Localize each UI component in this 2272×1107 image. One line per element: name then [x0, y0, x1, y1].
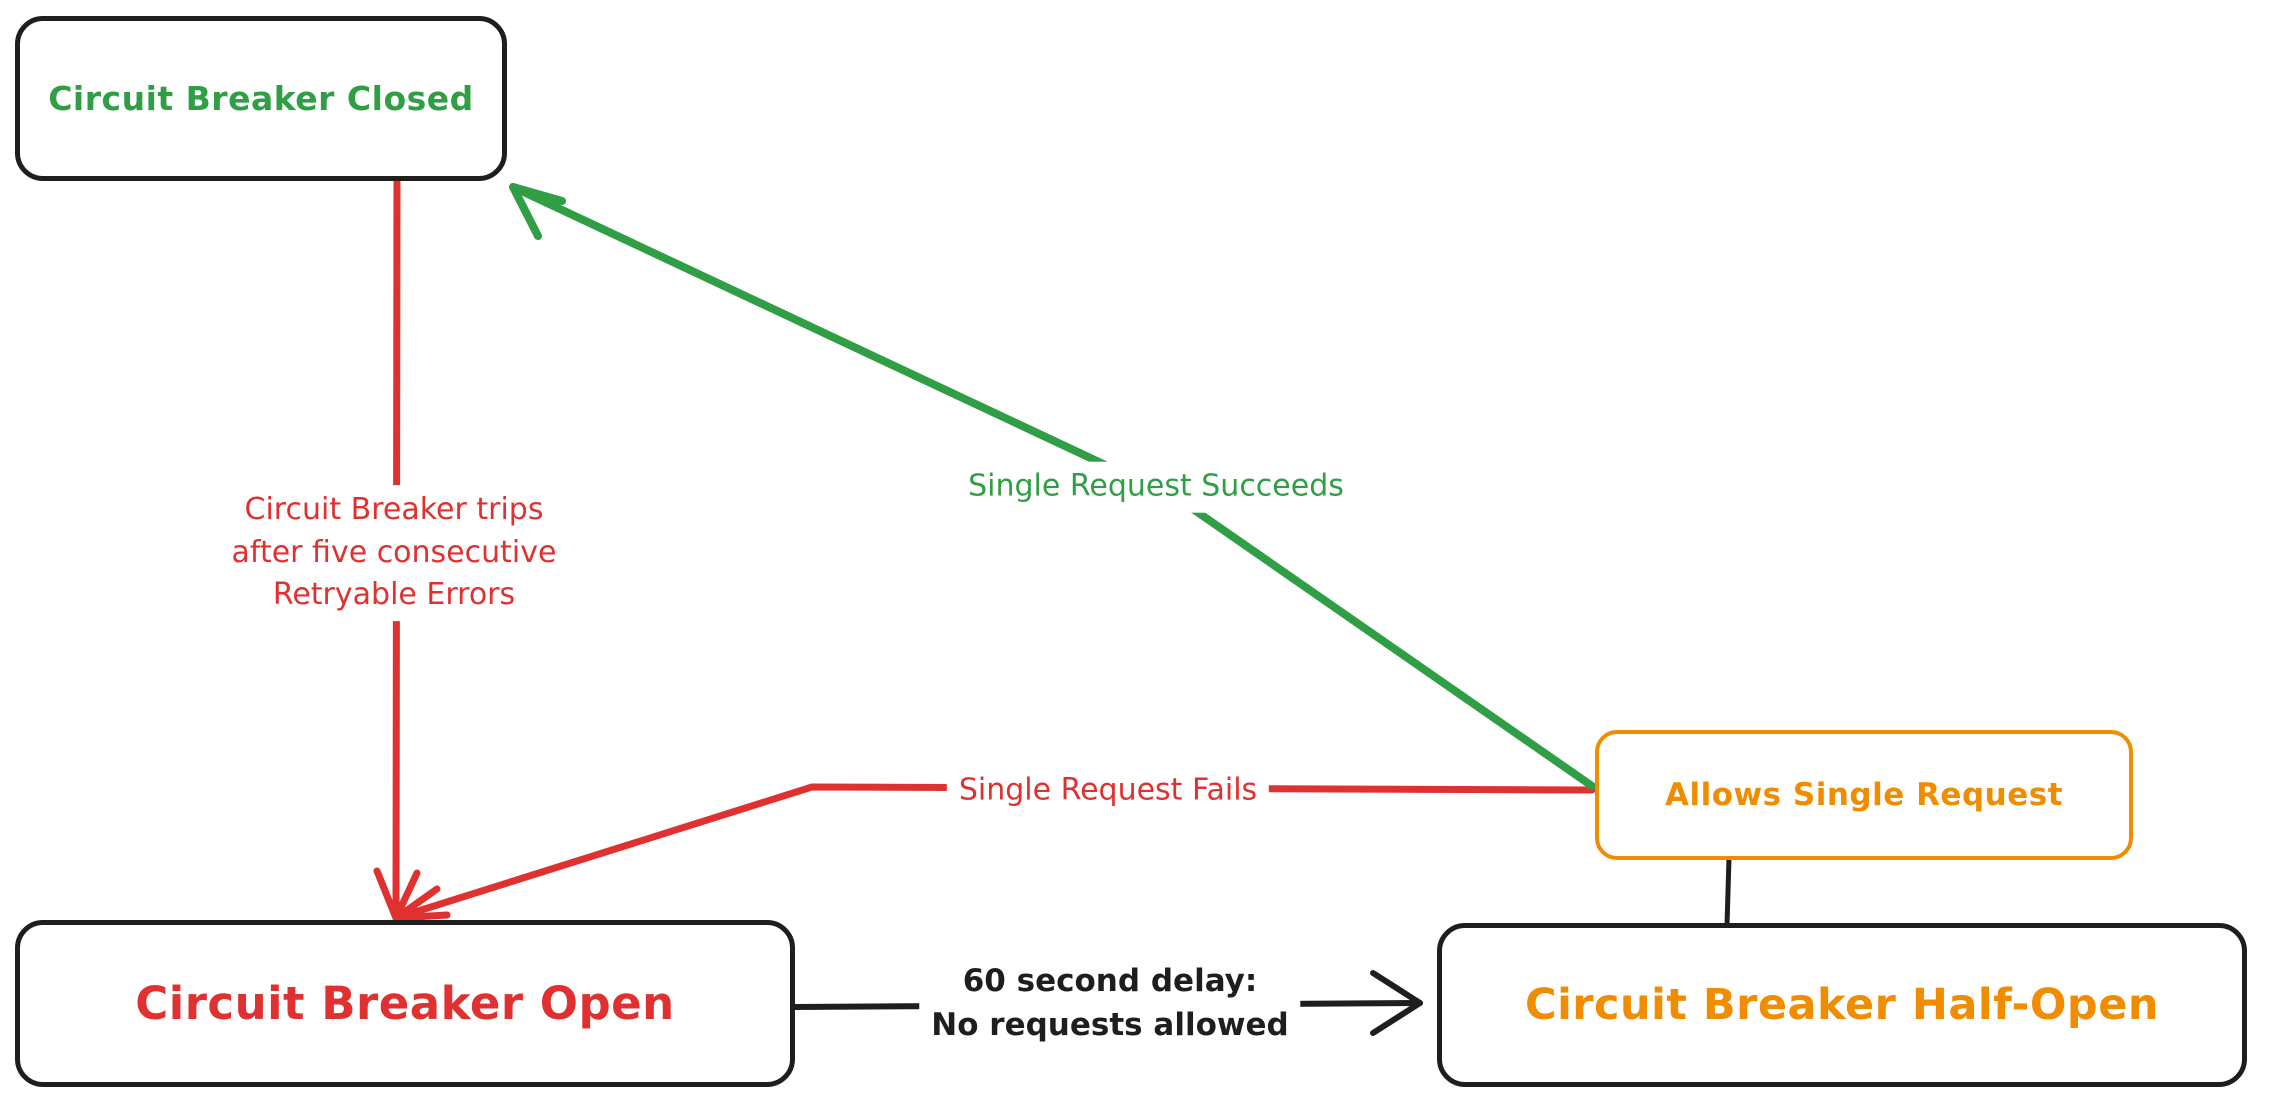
edge-fails-arrow — [392, 783, 1596, 922]
edge-fails-arrowhead-icon — [392, 885, 451, 922]
edge-label-single-request-fails: Single Request Fails — [946, 765, 1270, 817]
edge-allows-halfopen-connector — [1724, 855, 1732, 928]
node-circuit-breaker-half-open-label: Circuit Breaker Half-Open — [1525, 980, 2159, 1030]
edge-label-trip: Circuit Breaker trips after five consecu… — [219, 485, 569, 621]
node-circuit-breaker-closed: Circuit Breaker Closed — [15, 16, 507, 181]
edge-trip-arrowhead-icon — [373, 867, 421, 922]
edge-label-trip-line-2: after five consecutive — [231, 534, 557, 570]
edge-label-single-request-succeeds: Single Request Succeeds — [956, 461, 1356, 513]
edge-label-delay-line-1: 60 second delay: — [962, 962, 1258, 999]
node-allows-single-request-label: Allows Single Request — [1664, 777, 2064, 813]
edge-label-trip-line-1: Circuit Breaker trips — [244, 492, 544, 528]
edge-label-delay: 60 second delay: No requests allowed — [919, 954, 1301, 1052]
edge-succeeds-arrowhead-icon — [509, 183, 566, 240]
node-allows-single-request: Allows Single Request — [1595, 730, 2133, 860]
node-circuit-breaker-open-label: Circuit Breaker Open — [135, 977, 675, 1030]
edge-label-delay-line-2: No requests allowed — [931, 1007, 1289, 1043]
node-circuit-breaker-half-open: Circuit Breaker Half-Open — [1437, 923, 2247, 1087]
node-circuit-breaker-closed-label: Circuit Breaker Closed — [48, 79, 474, 118]
edge-label-trip-line-3: Retryable Errors — [272, 577, 516, 613]
edge-fails-line — [392, 783, 1596, 922]
edge-delay-arrowhead-icon — [1370, 970, 1423, 1036]
node-circuit-breaker-open: Circuit Breaker Open — [15, 920, 795, 1087]
